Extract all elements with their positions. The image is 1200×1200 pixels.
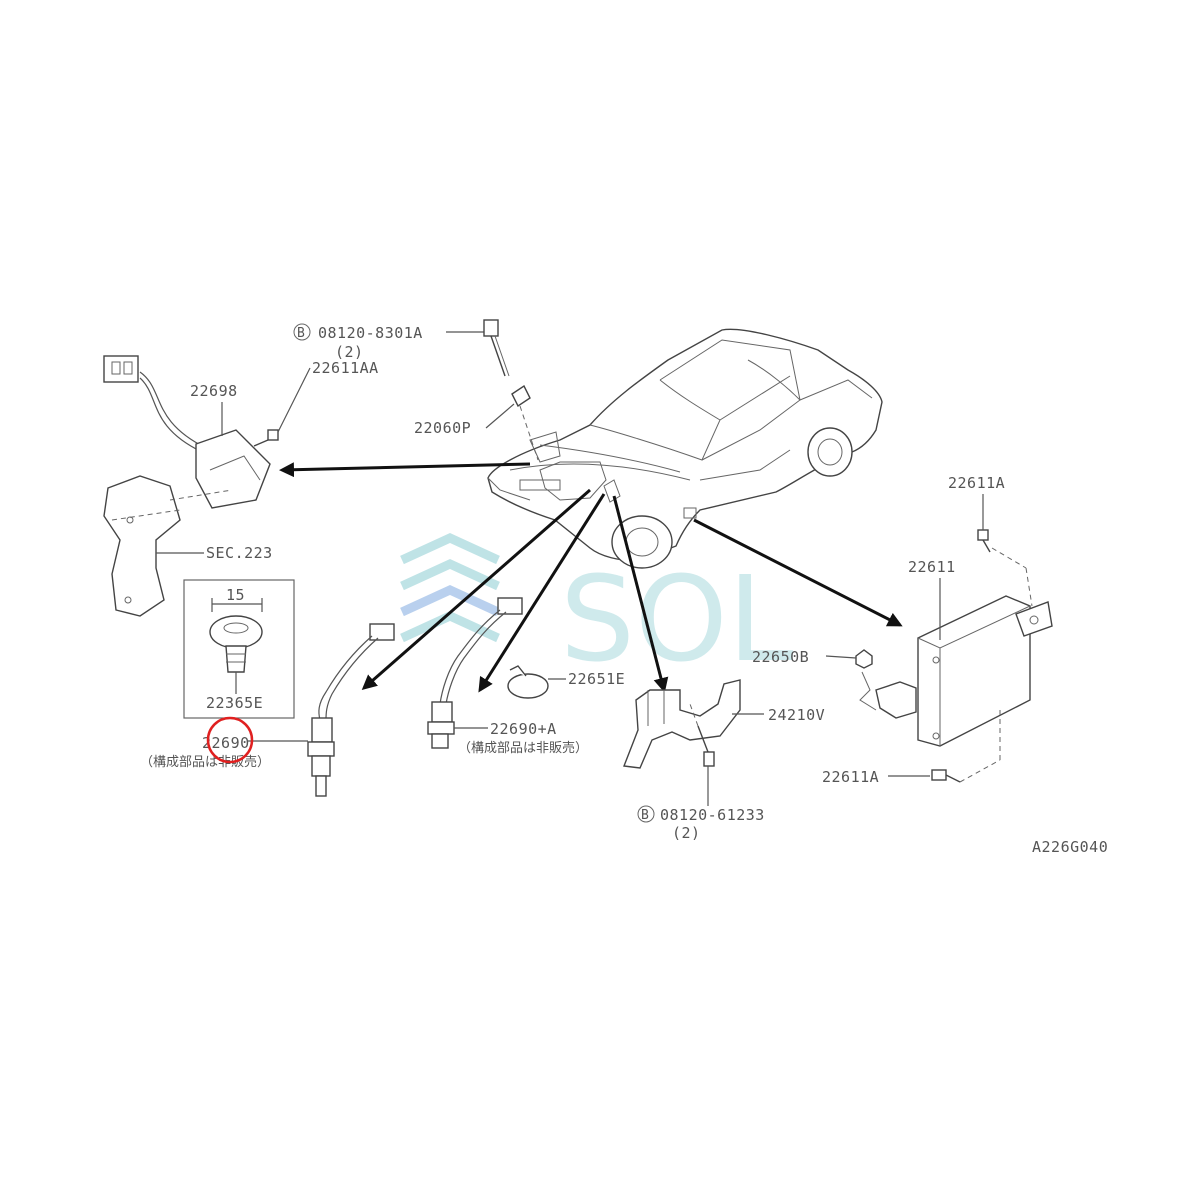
- o2-sensor-22690-group: 22690 （構成部品は非販売）: [140, 623, 395, 797]
- watermark: SOL: [400, 533, 794, 688]
- ecu-22611-box: [917, 595, 1031, 747]
- arrow-to-ecu-22611: [693, 518, 903, 627]
- label-24210v: 24210V: [768, 706, 825, 724]
- ecu-22611-group: 22611 22611A 22650B 22611A: [752, 474, 1053, 786]
- bolt-08120-8301a-group: B 08120-8301A (2) 22060P: [293, 319, 539, 461]
- o2-sensor-icon: [427, 701, 455, 749]
- label-22698: 22698: [190, 382, 238, 400]
- bolt-b-marker-text-2: B: [641, 808, 649, 823]
- label-22650b: 22650B: [752, 648, 809, 666]
- label-08120-8301a-qty: (2): [335, 343, 364, 361]
- bolt-icon: [483, 319, 510, 377]
- watermark-logo-icon: [400, 533, 500, 643]
- label-22611aa: 22611AA: [312, 359, 379, 377]
- car-illustration: [487, 328, 883, 569]
- label-22651e: 22651E: [568, 670, 625, 688]
- clip-22060p-icon: [511, 384, 539, 461]
- label-22611a-top: 22611A: [948, 474, 1005, 492]
- highlight-circle: [206, 716, 254, 764]
- screw-22611aa-icon: [253, 429, 279, 447]
- sensor-connector-icon: [497, 597, 523, 615]
- arrow-to-sensor-22690a: [478, 493, 606, 693]
- watermark-text: SOL: [560, 550, 794, 688]
- label-08120-8301a: 08120-8301A: [318, 324, 423, 342]
- sensor-22698-body: [195, 429, 271, 509]
- label-sec223: SEC.223: [206, 544, 273, 562]
- label-08120-61233-qty: (2): [672, 824, 701, 842]
- bracket-sec223: [103, 475, 181, 617]
- label-22690a: 22690+A: [490, 720, 557, 738]
- clip-22365e-icon: [209, 615, 263, 673]
- bolt-b-marker-icon: [637, 805, 655, 823]
- nut-22650b-icon: [855, 649, 873, 669]
- inset-22365e: 15 22365E: [183, 579, 295, 719]
- label-22690a-note: （構成部品は非販売）: [458, 740, 588, 756]
- label-22690: 22690: [202, 734, 250, 752]
- arrow-to-sensor-22690: [361, 488, 591, 690]
- connector-icon: [103, 355, 139, 383]
- bolt-b-marker-icon: [293, 323, 311, 341]
- diagram-code: A226G040: [1032, 838, 1108, 856]
- o2-sensor-22690a-group: 22690+A （構成部品は非販売） 22651E: [427, 597, 625, 756]
- sensor-22698-group: 22698 22611AA SEC.223: [103, 355, 379, 617]
- label-22690-note: （構成部品は非販売）: [140, 754, 270, 770]
- bolt-icon: [689, 703, 715, 767]
- bolt-b-marker-text: B: [297, 326, 305, 341]
- bracket-24210v-group: 24210V B 08120-61233 (2): [623, 679, 825, 842]
- label-22611a-bottom: 22611A: [822, 768, 879, 786]
- label-22060p: 22060P: [414, 419, 471, 437]
- label-22611: 22611: [908, 558, 956, 576]
- label-inset-dim: 15: [226, 586, 245, 604]
- label-08120-61233: 08120-61233: [660, 806, 765, 824]
- label-22365e: 22365E: [206, 694, 263, 712]
- screw-22611a-bottom-icon: [931, 769, 961, 783]
- arrow-to-bracket-24210v: [612, 495, 669, 693]
- pointer-arrows: [279, 462, 903, 693]
- o2-sensor-icon: [307, 717, 335, 797]
- screw-22611a-top-icon: [977, 529, 991, 553]
- bracket-24210v: [623, 679, 741, 769]
- arrow-to-sensor-22698: [279, 462, 531, 478]
- clamp-22651e-icon: [507, 665, 549, 699]
- sensor-connector-icon: [369, 623, 395, 641]
